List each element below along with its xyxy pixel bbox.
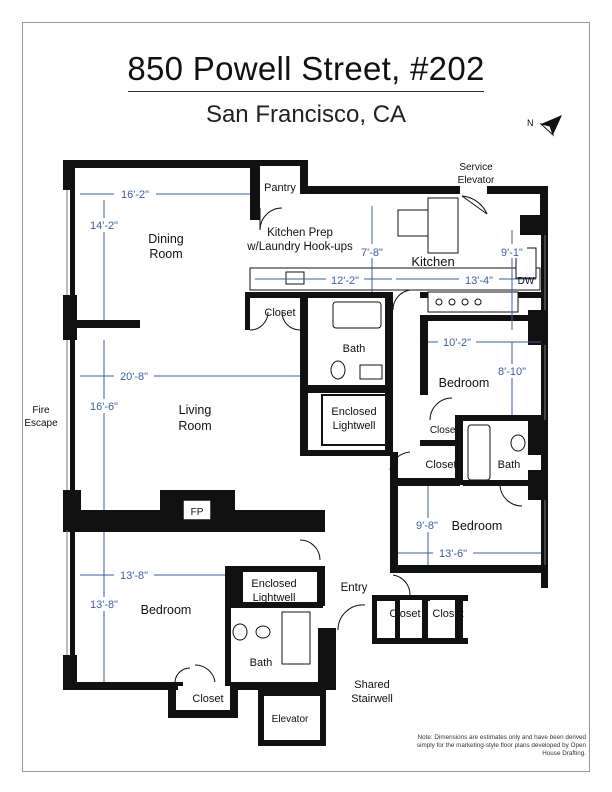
dim-kitchen-prep-depth: 7'-8"	[361, 247, 383, 259]
bedroom-lower-right-label: Bedroom	[452, 519, 503, 533]
dim-dining-depth: 14'-2"	[90, 220, 118, 232]
dim-bedroom-left-depth: 13'-8"	[90, 599, 118, 611]
fireplace	[182, 499, 212, 521]
dim-kitchen-prep-width: 12'-2"	[331, 275, 359, 287]
bath-right-label: Bath	[498, 459, 521, 471]
dimension-labels: 16'-2" 14'-2" 7'-8" 12'-2" 9'-1" 13'-4" …	[86, 187, 530, 611]
lightwell-lower-label-1: Enclosed	[251, 578, 296, 590]
page-subtitle: San Francisco, CA	[205, 101, 407, 128]
dim-bedroom-lower-right-depth: 9'-8"	[416, 520, 438, 532]
dw-label: DW	[518, 276, 535, 287]
lightwell-center-label-2: Lightwell	[333, 420, 376, 432]
elevator-box	[264, 696, 320, 740]
dim-bedroom-left-width: 13'-8"	[120, 570, 148, 582]
lightwell-lower-box	[243, 572, 317, 602]
dim-living-depth: 16'-6"	[90, 401, 118, 413]
dim-living-width: 20'-8"	[120, 371, 148, 383]
fixtures	[232, 197, 541, 665]
fireplace-label: FP	[191, 507, 204, 518]
page-border	[22, 22, 590, 772]
closet-entry-2-label: Closet	[432, 608, 463, 620]
service-elevator-label-1: Service	[459, 162, 493, 173]
kitchen-prep-label-2: w/Laundry Hook-ups	[246, 241, 353, 253]
title-underline	[128, 91, 484, 92]
closet-entry-1-label: Closet	[389, 608, 420, 620]
bedroom-right-label: Bedroom	[439, 376, 490, 390]
lightwell-center-box	[321, 394, 387, 446]
dim-kitchen-depth: 9'-1"	[501, 247, 523, 259]
north-arrow-icon: N	[527, 115, 562, 137]
bedroom-left-label: Bedroom	[141, 603, 192, 617]
lightwell-center-label-1: Enclosed	[331, 406, 376, 418]
doors	[174, 195, 523, 683]
north-label: N	[527, 118, 534, 128]
closet-hall-label: Closet	[425, 459, 456, 471]
page-title: 850 Powell Street, #202	[127, 50, 485, 87]
dim-dining-width: 16'-2"	[121, 189, 149, 201]
fire-escape-label-2: Escape	[24, 418, 58, 429]
dining-room-label-2: Room	[149, 247, 182, 261]
closet-lower-label: Closet	[192, 693, 223, 705]
fire-escape-label-1: Fire	[32, 405, 50, 416]
kitchen-prep-label-1: Kitchen Prep	[267, 227, 333, 239]
windows	[66, 190, 546, 655]
closet-lower-box	[178, 686, 230, 710]
dim-bedroom-right-depth: 8'-10"	[498, 366, 526, 378]
bath-center-label: Bath	[343, 343, 366, 355]
closet-small-label: Closet	[430, 425, 459, 436]
bath-lower-label: Bath	[250, 657, 273, 669]
dim-kitchen-width: 13'-4"	[465, 275, 493, 287]
lightwell-lower-label-2: Lightwell	[253, 592, 296, 604]
living-room-label-2: Room	[178, 419, 211, 433]
shared-stairwell-label-1: Shared	[354, 679, 389, 691]
dining-room-label-1: Dining	[148, 232, 183, 246]
dim-bedroom-right-width: 10'-2"	[443, 337, 471, 349]
service-elevator-label-2: Elevator	[458, 175, 495, 186]
kitchen-label: Kitchen	[411, 254, 454, 269]
elevator-label: Elevator	[272, 714, 309, 725]
shared-stairwell-label-2: Stairwell	[351, 693, 393, 705]
disclaimer-note: Note: Dimensions are estimates only and …	[416, 734, 586, 757]
entry-label: Entry	[341, 582, 368, 594]
dim-bedroom-lower-right-width: 13'-6"	[439, 548, 467, 560]
closet-upper-label: Closet	[264, 307, 295, 319]
pantry-label: Pantry	[264, 182, 296, 194]
living-room-label-1: Living	[179, 403, 212, 417]
